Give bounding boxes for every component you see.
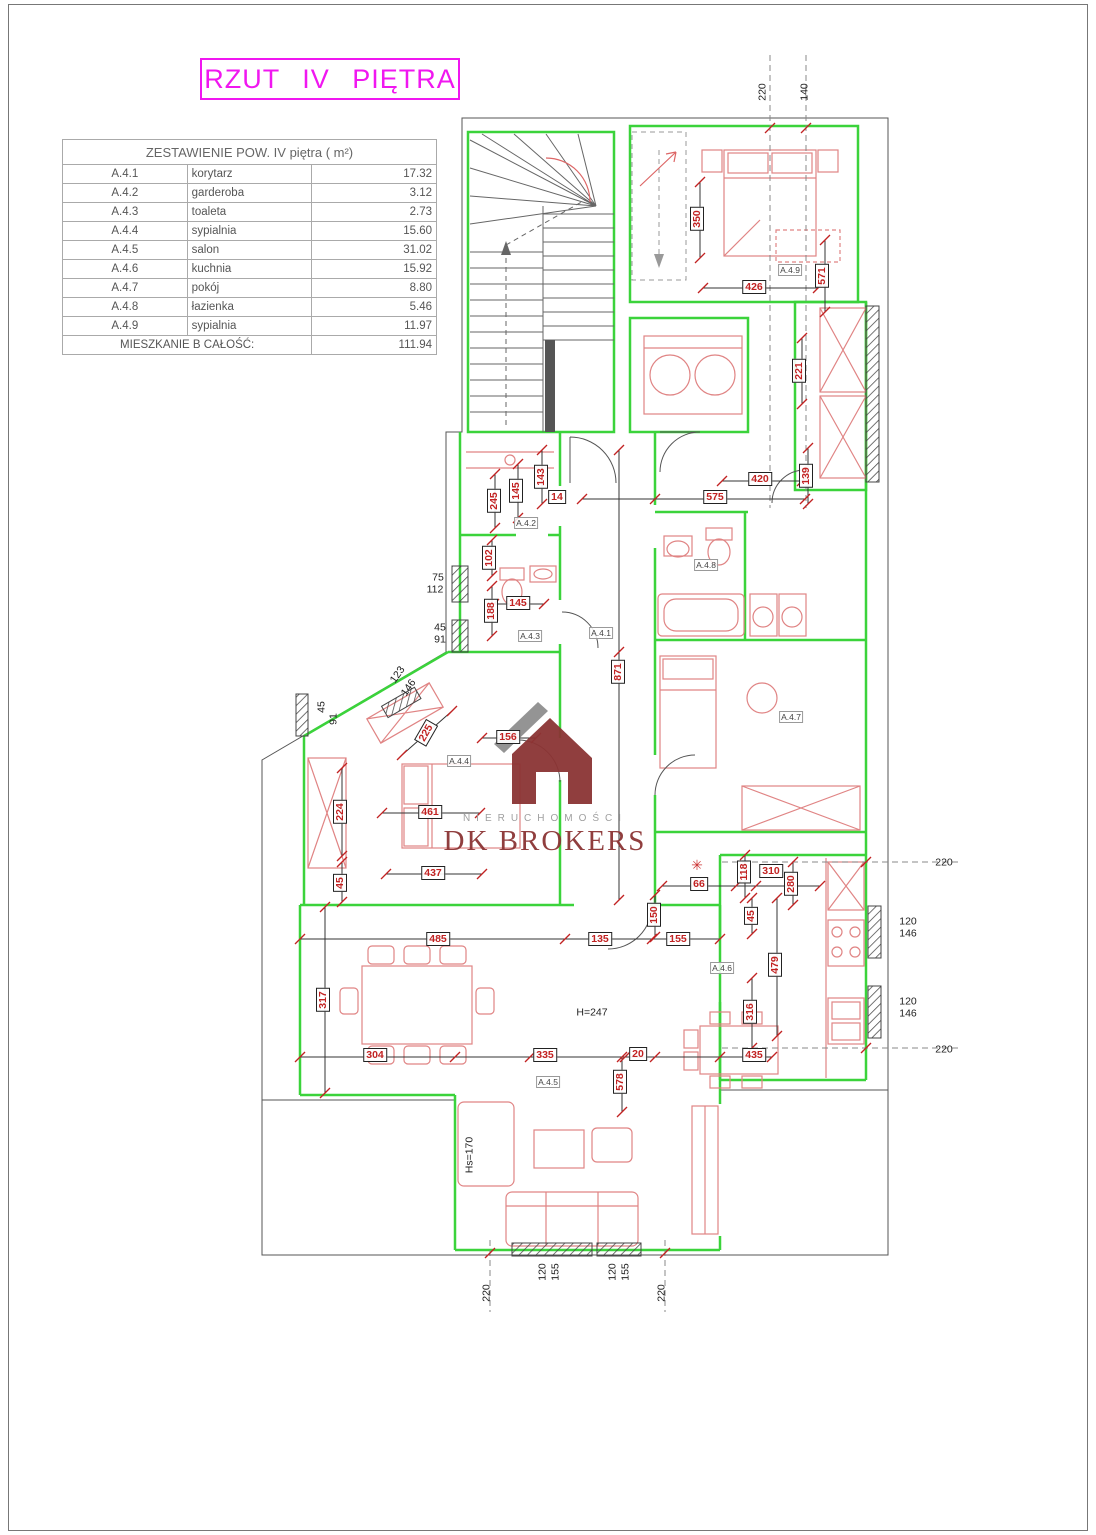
drawing-title: RZUT IV PIĘTRA (200, 58, 460, 100)
room-area: 5.46 (311, 297, 437, 317)
watermark-brand: DK BROKERS (443, 825, 647, 857)
room-name: korytarz (186, 164, 313, 184)
drawing-title-text: RZUT IV PIĘTRA (204, 63, 456, 94)
total-area: 111.94 (311, 335, 437, 355)
building-outline (261, 117, 889, 1256)
watermark-subtitle: NIERUCHOMOŚCI (462, 813, 628, 824)
room-area: 2.73 (311, 202, 437, 222)
watermark: NIERUCHOMOŚCI DK BROKERS (430, 692, 660, 858)
walls (298, 124, 868, 1252)
staircase (469, 133, 614, 432)
table-title: ZESTAWIENIE POW. IV piętra ( m²) (62, 139, 437, 165)
room-code: A.4.8 (62, 297, 188, 317)
table-footer-row: MIESZKANIE B CAŁOŚĆ:111.94 (61, 335, 437, 355)
total-label: MIESZKANIE B CAŁOŚĆ: (61, 335, 313, 355)
gas-point-icon: ✳ (691, 857, 703, 873)
stair-void (631, 131, 687, 281)
room-name: kuchnia (186, 259, 313, 279)
room-code: A.4.3 (62, 202, 188, 222)
furniture (307, 149, 867, 1247)
windows (295, 305, 882, 1257)
dk-brokers-logo-icon (494, 702, 592, 804)
